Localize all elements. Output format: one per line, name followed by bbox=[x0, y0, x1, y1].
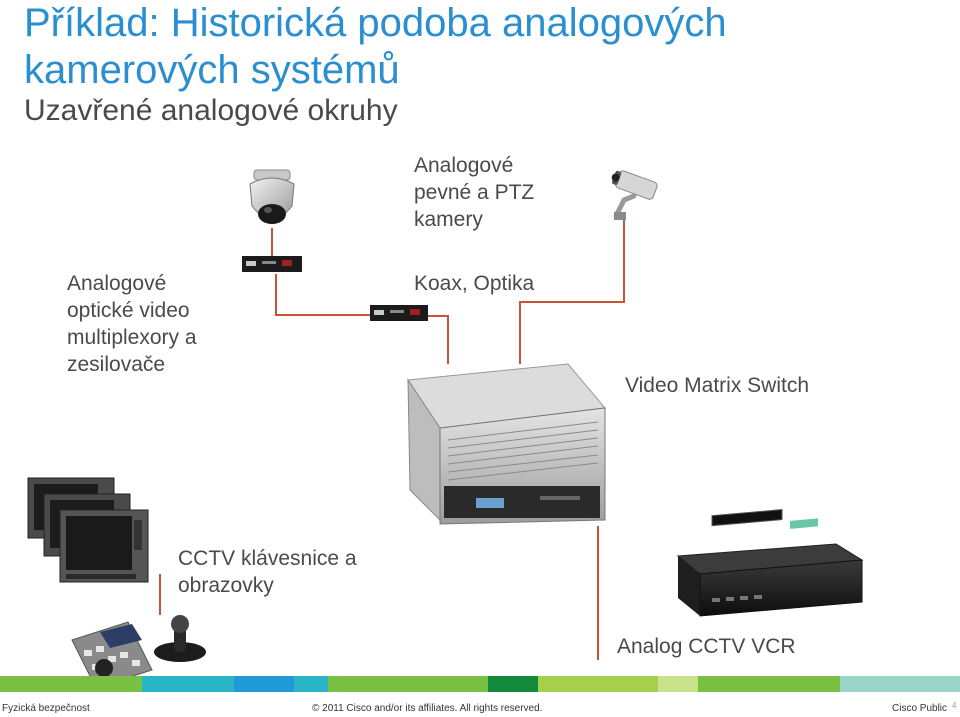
footer-stripe-segment bbox=[698, 676, 840, 692]
label-cabling: Koax, Optika bbox=[414, 272, 535, 295]
label-cctv-line-2: obrazovky bbox=[178, 574, 274, 597]
connector-multiplexer-to-amplifier bbox=[275, 274, 370, 316]
footer-stripe-segment bbox=[840, 676, 960, 692]
vcr-icon bbox=[676, 509, 864, 617]
label-vcr: Analog CCTV VCR bbox=[617, 635, 796, 658]
video-matrix-switch-icon bbox=[407, 363, 606, 525]
cctv-keyboard-icon bbox=[71, 615, 206, 689]
label-multiplexers-line-1: Analogové bbox=[67, 272, 167, 295]
label-cameras-line-2: pevné a PTZ bbox=[414, 181, 535, 204]
multiplexer-unit-icon bbox=[242, 256, 302, 272]
bullet-camera-icon bbox=[611, 170, 658, 220]
label-multiplexers: Analogové optické video multiplexory a z… bbox=[67, 270, 197, 378]
label-matrix: Video Matrix Switch bbox=[625, 374, 810, 397]
connector-bullet-camera-to-matrix bbox=[519, 218, 625, 364]
label-cameras: Analogové pevné a PTZ kamery bbox=[414, 152, 534, 233]
connector-amplifier-to-matrix bbox=[428, 315, 449, 364]
label-multiplexers-line-3: multiplexory a bbox=[67, 326, 197, 349]
slide-title: Příklad: Historická podoba analogových k… bbox=[24, 0, 727, 94]
label-multiplexers-line-2: optické video bbox=[67, 299, 190, 322]
label-cameras-line-1: Analogové bbox=[414, 154, 514, 177]
crt-monitors-icon bbox=[27, 477, 149, 583]
label-cameras-line-3: kamery bbox=[414, 208, 483, 231]
label-multiplexers-line-4: zesilovače bbox=[67, 353, 166, 376]
footer-stripe-segment bbox=[328, 676, 488, 692]
label-cctv: CCTV klávesnice a obrazovky bbox=[178, 545, 357, 599]
footer-stripe-segment bbox=[0, 676, 142, 692]
footer-stripe-segment bbox=[538, 676, 658, 692]
footer-stripe-segment bbox=[234, 676, 294, 692]
footer-page-number: 4 bbox=[952, 701, 957, 710]
slide-subtitle: Uzavřené analogové okruhy bbox=[24, 94, 398, 127]
footer-stripe-segment bbox=[658, 676, 698, 692]
label-cctv-line-1: CCTV klávesnice a bbox=[178, 547, 357, 570]
footer-copyright: © 2011 Cisco and/or its affiliates. All … bbox=[312, 703, 543, 714]
amplifier-unit-icon bbox=[370, 305, 428, 321]
slide-title-line-2: kamerových systémů bbox=[24, 48, 400, 92]
dome-camera-icon bbox=[249, 169, 295, 224]
footer-left: Fyzická bezpečnost bbox=[2, 703, 90, 714]
slide-title-line-1: Příklad: Historická podoba analogových bbox=[24, 1, 727, 45]
footer-classification: Cisco Public bbox=[892, 703, 948, 714]
footer-stripe-segment bbox=[142, 676, 234, 692]
footer-stripe-segment bbox=[294, 676, 328, 692]
footer-stripe-segment bbox=[488, 676, 538, 692]
